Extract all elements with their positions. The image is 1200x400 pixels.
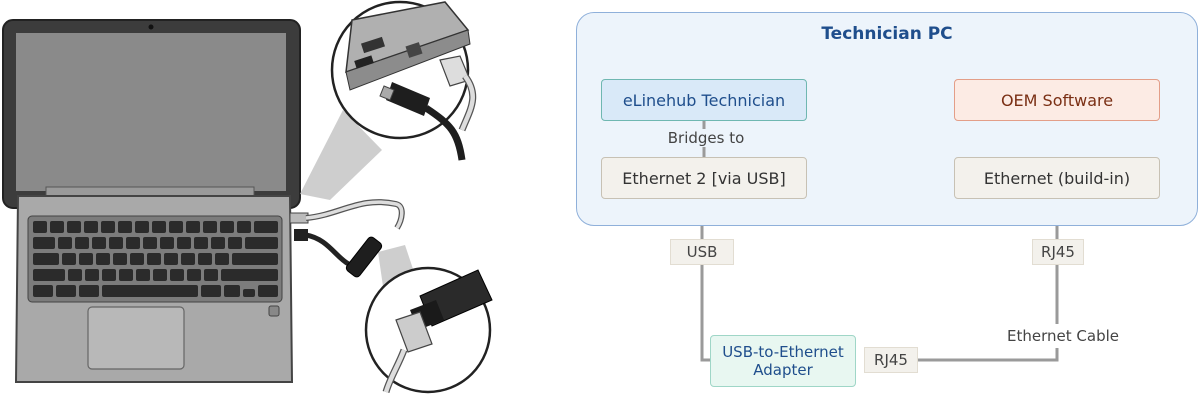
rj45-bottom-label: RJ45	[864, 347, 918, 373]
ethernet-builtin-node: Ethernet (build-in)	[954, 157, 1160, 199]
bridges-to-text: Bridges to	[663, 129, 749, 147]
technician-pc-title: Technician PC	[821, 24, 953, 44]
usb-connector	[700, 265, 710, 362]
laptop-adapter-illustration	[2, 0, 493, 394]
rj45-right-label: RJ45	[1032, 239, 1084, 265]
laptop-keyboard-base	[14, 195, 294, 383]
usb-to-ethernet-adapter-node: USB-to-Ethernet Adapter	[710, 335, 856, 387]
oem-software-node: OEM Software	[954, 79, 1160, 121]
adapter-closeup-illustration	[364, 266, 493, 394]
usb-adapter-illustration	[294, 229, 383, 278]
usb-label: USB	[670, 239, 734, 265]
laptop-screen	[2, 19, 301, 209]
ethernet-cable-illustration	[289, 199, 405, 230]
elinehub-technician-node: eLinehub Technician	[601, 79, 807, 121]
adapter-label-line1: USB-to-Ethernet	[722, 343, 844, 361]
ethernet-cable-connector	[918, 265, 1059, 362]
ethernet-cable-label: Ethernet Cable	[998, 324, 1128, 348]
ethernet2-usb-node: Ethernet 2 [via USB]	[601, 157, 807, 199]
adapter-label-line2: Adapter	[753, 361, 813, 379]
network-diagram: Technician PC eLinehub Technician OEM So…	[560, 0, 1200, 400]
port-closeup-illustration	[330, 0, 477, 161]
